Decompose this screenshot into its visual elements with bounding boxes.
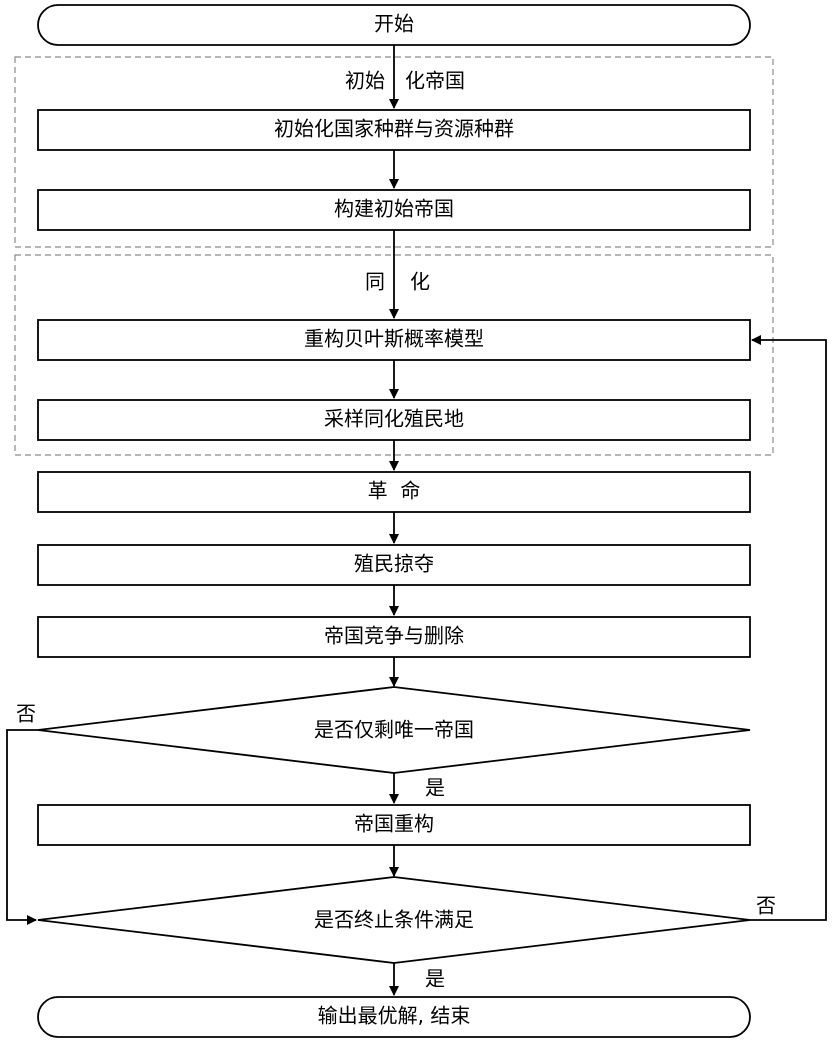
group-init-title-left: 初始 xyxy=(345,69,385,93)
decision-termination-label: 是否终止条件满足 xyxy=(314,908,474,932)
group-assimilation xyxy=(14,254,774,456)
group-assim-title-left: 同 xyxy=(365,270,385,294)
step-init-population-label: 初始化国家种群与资源种群 xyxy=(274,117,514,141)
step-rebuild-bayesian-label: 重构贝叶斯概率模型 xyxy=(304,327,484,351)
decision-single-empire-label: 是否仅剩唯一帝国 xyxy=(314,718,474,742)
step-revolution-label: 革 命 xyxy=(368,479,421,503)
edge-label-decision1-yes: 是 xyxy=(425,776,445,800)
step-empire-competition-label: 帝国竞争与删除 xyxy=(324,624,464,648)
step-colony-plunder xyxy=(37,544,751,586)
group-assim-title-right: 化 xyxy=(410,270,430,294)
step-build-empire-label: 构建初始帝国 xyxy=(334,197,454,221)
arrow-decision2-no xyxy=(750,335,827,921)
step-sample-assimilate-label: 采样同化殖民地 xyxy=(324,407,464,431)
step-init-population xyxy=(37,109,751,151)
end-terminal xyxy=(37,996,751,1038)
step-colony-plunder-label: 殖民掠夺 xyxy=(354,552,434,576)
step-empire-restructure xyxy=(37,804,751,846)
step-empire-competition xyxy=(37,616,751,658)
edge-label-decision2-yes: 是 xyxy=(425,967,445,991)
step-revolution xyxy=(37,471,751,513)
start-label: 开始 xyxy=(374,12,414,36)
end-label: 输出最优解, 结束 xyxy=(318,1004,471,1028)
step-sample-assimilate xyxy=(37,399,751,441)
step-rebuild-bayesian xyxy=(37,319,751,361)
edge-label-decision1-no: 否 xyxy=(16,702,36,726)
step-empire-restructure-label: 帝国重构 xyxy=(354,812,434,836)
edge-label-decision2-no: 否 xyxy=(756,894,776,918)
group-init-title-right: 化帝国 xyxy=(405,69,465,93)
arrow-decision1-no xyxy=(6,729,38,925)
group-initialize-empire xyxy=(14,56,774,248)
